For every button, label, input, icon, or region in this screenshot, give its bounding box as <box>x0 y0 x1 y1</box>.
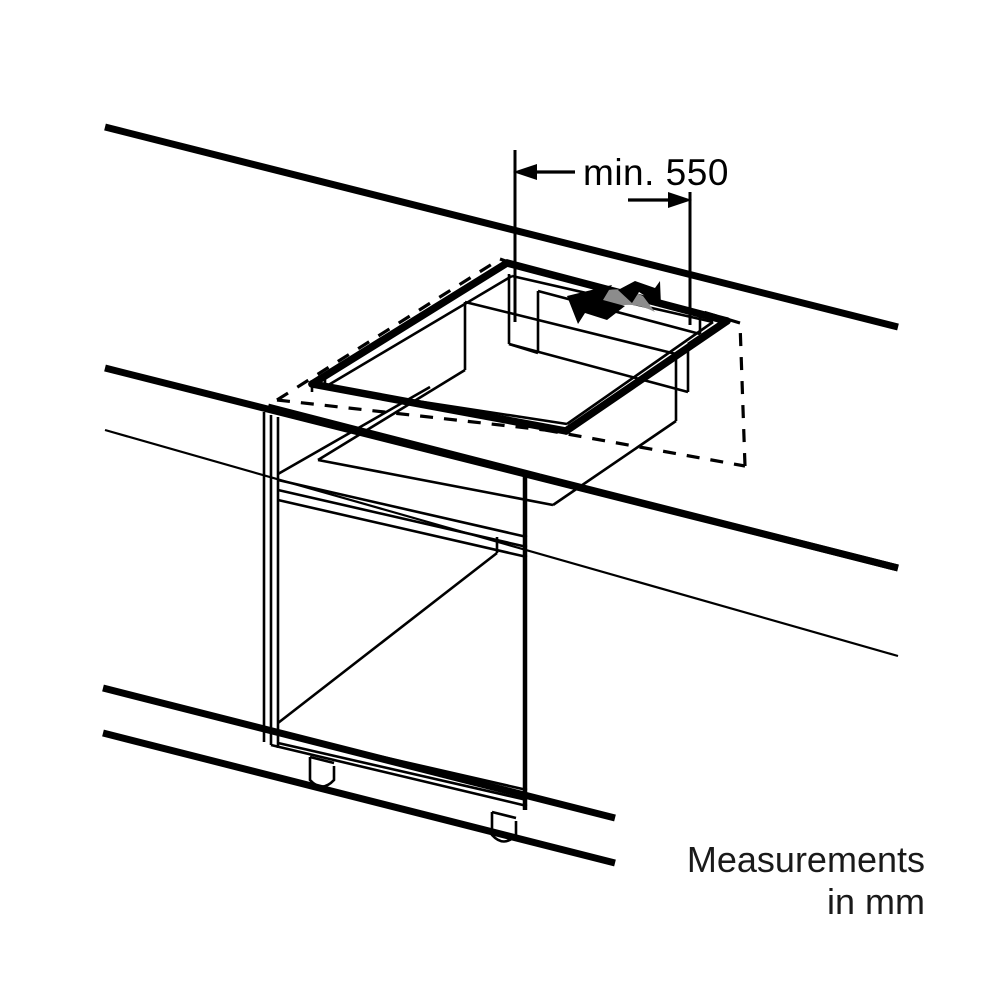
worktop <box>267 403 899 572</box>
dimension-label-min-width: min. 550 <box>583 152 729 193</box>
cutout-inner-back-left <box>324 274 513 389</box>
cavity-floor-front-right <box>552 419 677 507</box>
dashed-edge-right <box>738 322 747 467</box>
airflow-arrows <box>567 281 661 324</box>
niche-front-run <box>508 342 689 394</box>
cutout-rim-front-right <box>562 317 731 435</box>
wall-top-edge <box>104 123 899 331</box>
dashed-edge-lower-left <box>276 398 546 432</box>
floor-line-lower <box>102 729 616 867</box>
cabinet-leg-left-top <box>309 755 335 765</box>
airflow-arrow-left-icon <box>567 285 625 324</box>
airflow-arrow-right-icon <box>618 281 661 306</box>
cavity-floor-back-left <box>317 368 466 462</box>
floor-line-upper <box>102 684 616 822</box>
cabinet-rail-top-front <box>277 478 528 539</box>
units-note-line2: in mm <box>827 881 925 922</box>
cavity-floor-front-left <box>317 458 554 507</box>
floor-line <box>102 684 616 867</box>
units-note-line1: Measurements <box>687 839 925 880</box>
back-wall <box>104 123 899 658</box>
units-note: Measurements in mm <box>687 839 925 922</box>
worktop-front-edge-left <box>267 403 541 481</box>
cabinet-interior-diagonal <box>277 551 498 725</box>
cutout-rim-back-left <box>308 259 511 388</box>
dashed-edge-upper-left <box>276 257 501 402</box>
wall-lower-edge-thin <box>104 428 899 658</box>
cabinet-inner-top-diagonal <box>277 385 431 476</box>
cabinet-rail-bottom-3 <box>270 743 528 808</box>
cabinet-leg-right-top <box>491 810 517 820</box>
dimension-min-width: min. 550 <box>513 150 729 325</box>
dashed-edge-lower-right <box>544 428 746 468</box>
worktop-front-edge-right <box>539 473 899 572</box>
cabinet-rail-top-front-3 <box>277 498 528 559</box>
cutout-inner-front-right <box>566 320 714 426</box>
cutout-inner-front-left <box>324 385 568 426</box>
cavity-back-wall <box>464 300 677 356</box>
niche-right-cap <box>687 316 728 346</box>
dimension-arrow-right-icon <box>668 192 692 208</box>
niche-back-run <box>537 289 701 336</box>
cabinet-carcass <box>262 385 528 810</box>
cabinet-rail-bottom-2 <box>277 741 528 802</box>
dimension-arrow-left-icon <box>513 164 537 180</box>
cabinet-rail-top-front-2 <box>277 488 528 549</box>
